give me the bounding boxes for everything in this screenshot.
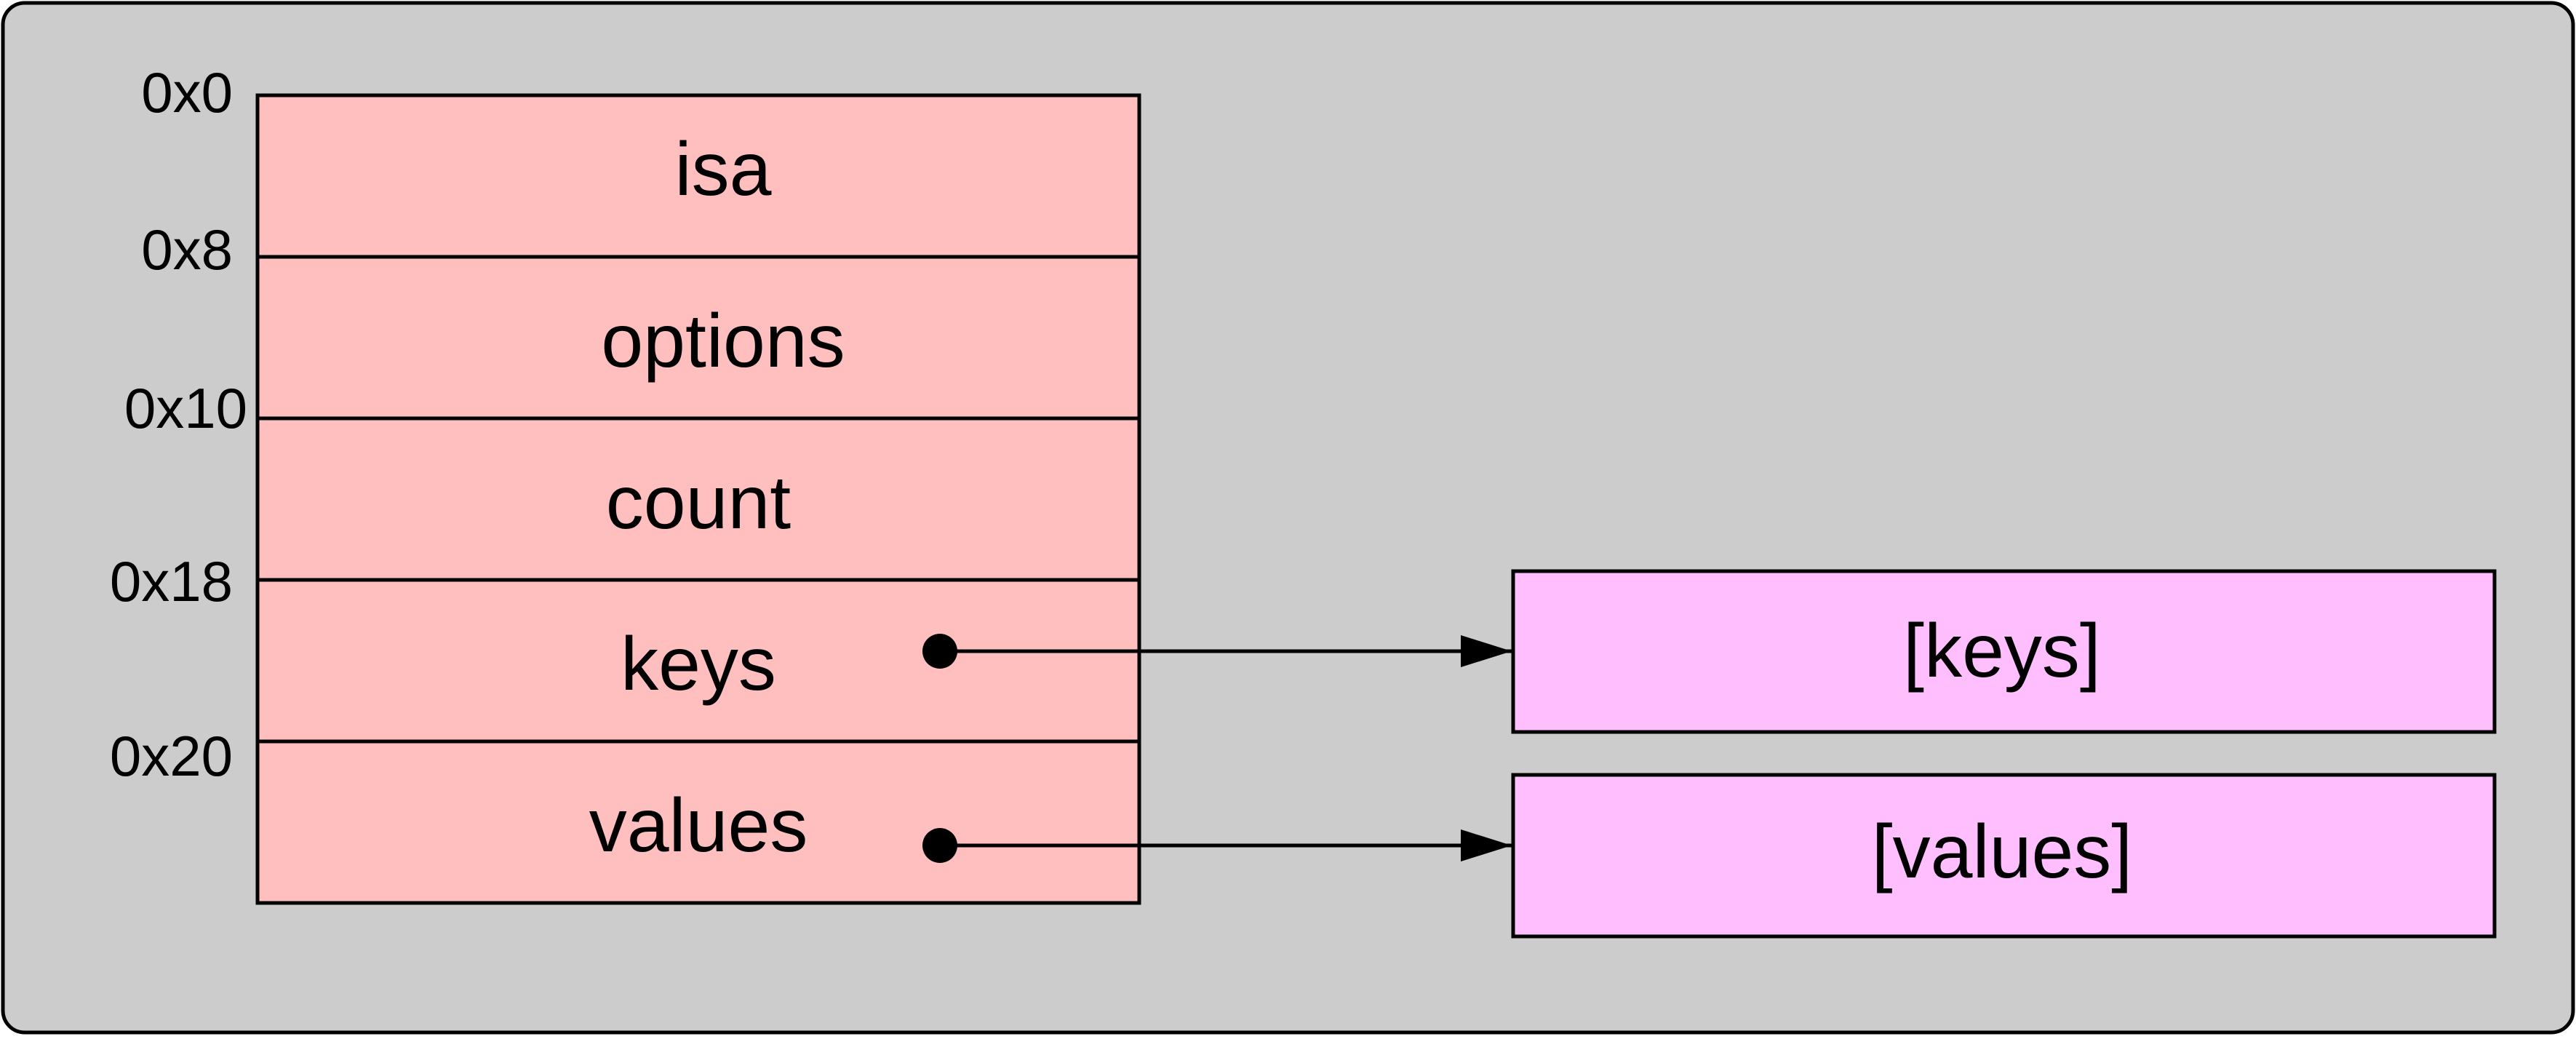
values-array-label: [values] [1872, 810, 2132, 894]
field-label-keys: keys [621, 622, 776, 706]
keys-array-label: [keys] [1903, 609, 2101, 693]
offset-label-0x10: 0x10 [124, 376, 247, 440]
field-label-count: count [606, 461, 791, 545]
values-array-box [1511, 773, 2497, 939]
field-count [255, 416, 1141, 582]
offset-label-0x20: 0x20 [110, 724, 233, 788]
offset-label-0x8: 0x8 [141, 218, 233, 282]
field-options [255, 255, 1141, 421]
struct-box: isa options count keys values [255, 93, 1141, 905]
offset-labels: 0x0 0x8 0x10 0x18 0x20 [110, 60, 247, 788]
field-isa [255, 93, 1141, 259]
offset-label-0x18: 0x18 [110, 549, 233, 613]
offset-label-0x0: 0x0 [141, 60, 233, 124]
keys-array-box [1511, 569, 2497, 734]
field-label-isa: isa [675, 127, 772, 212]
field-label-values: values [589, 784, 808, 868]
array-boxes: [keys] [values] [1511, 569, 2497, 939]
field-values [255, 739, 1141, 905]
field-label-options: options [601, 299, 845, 383]
pointers [922, 634, 1512, 863]
